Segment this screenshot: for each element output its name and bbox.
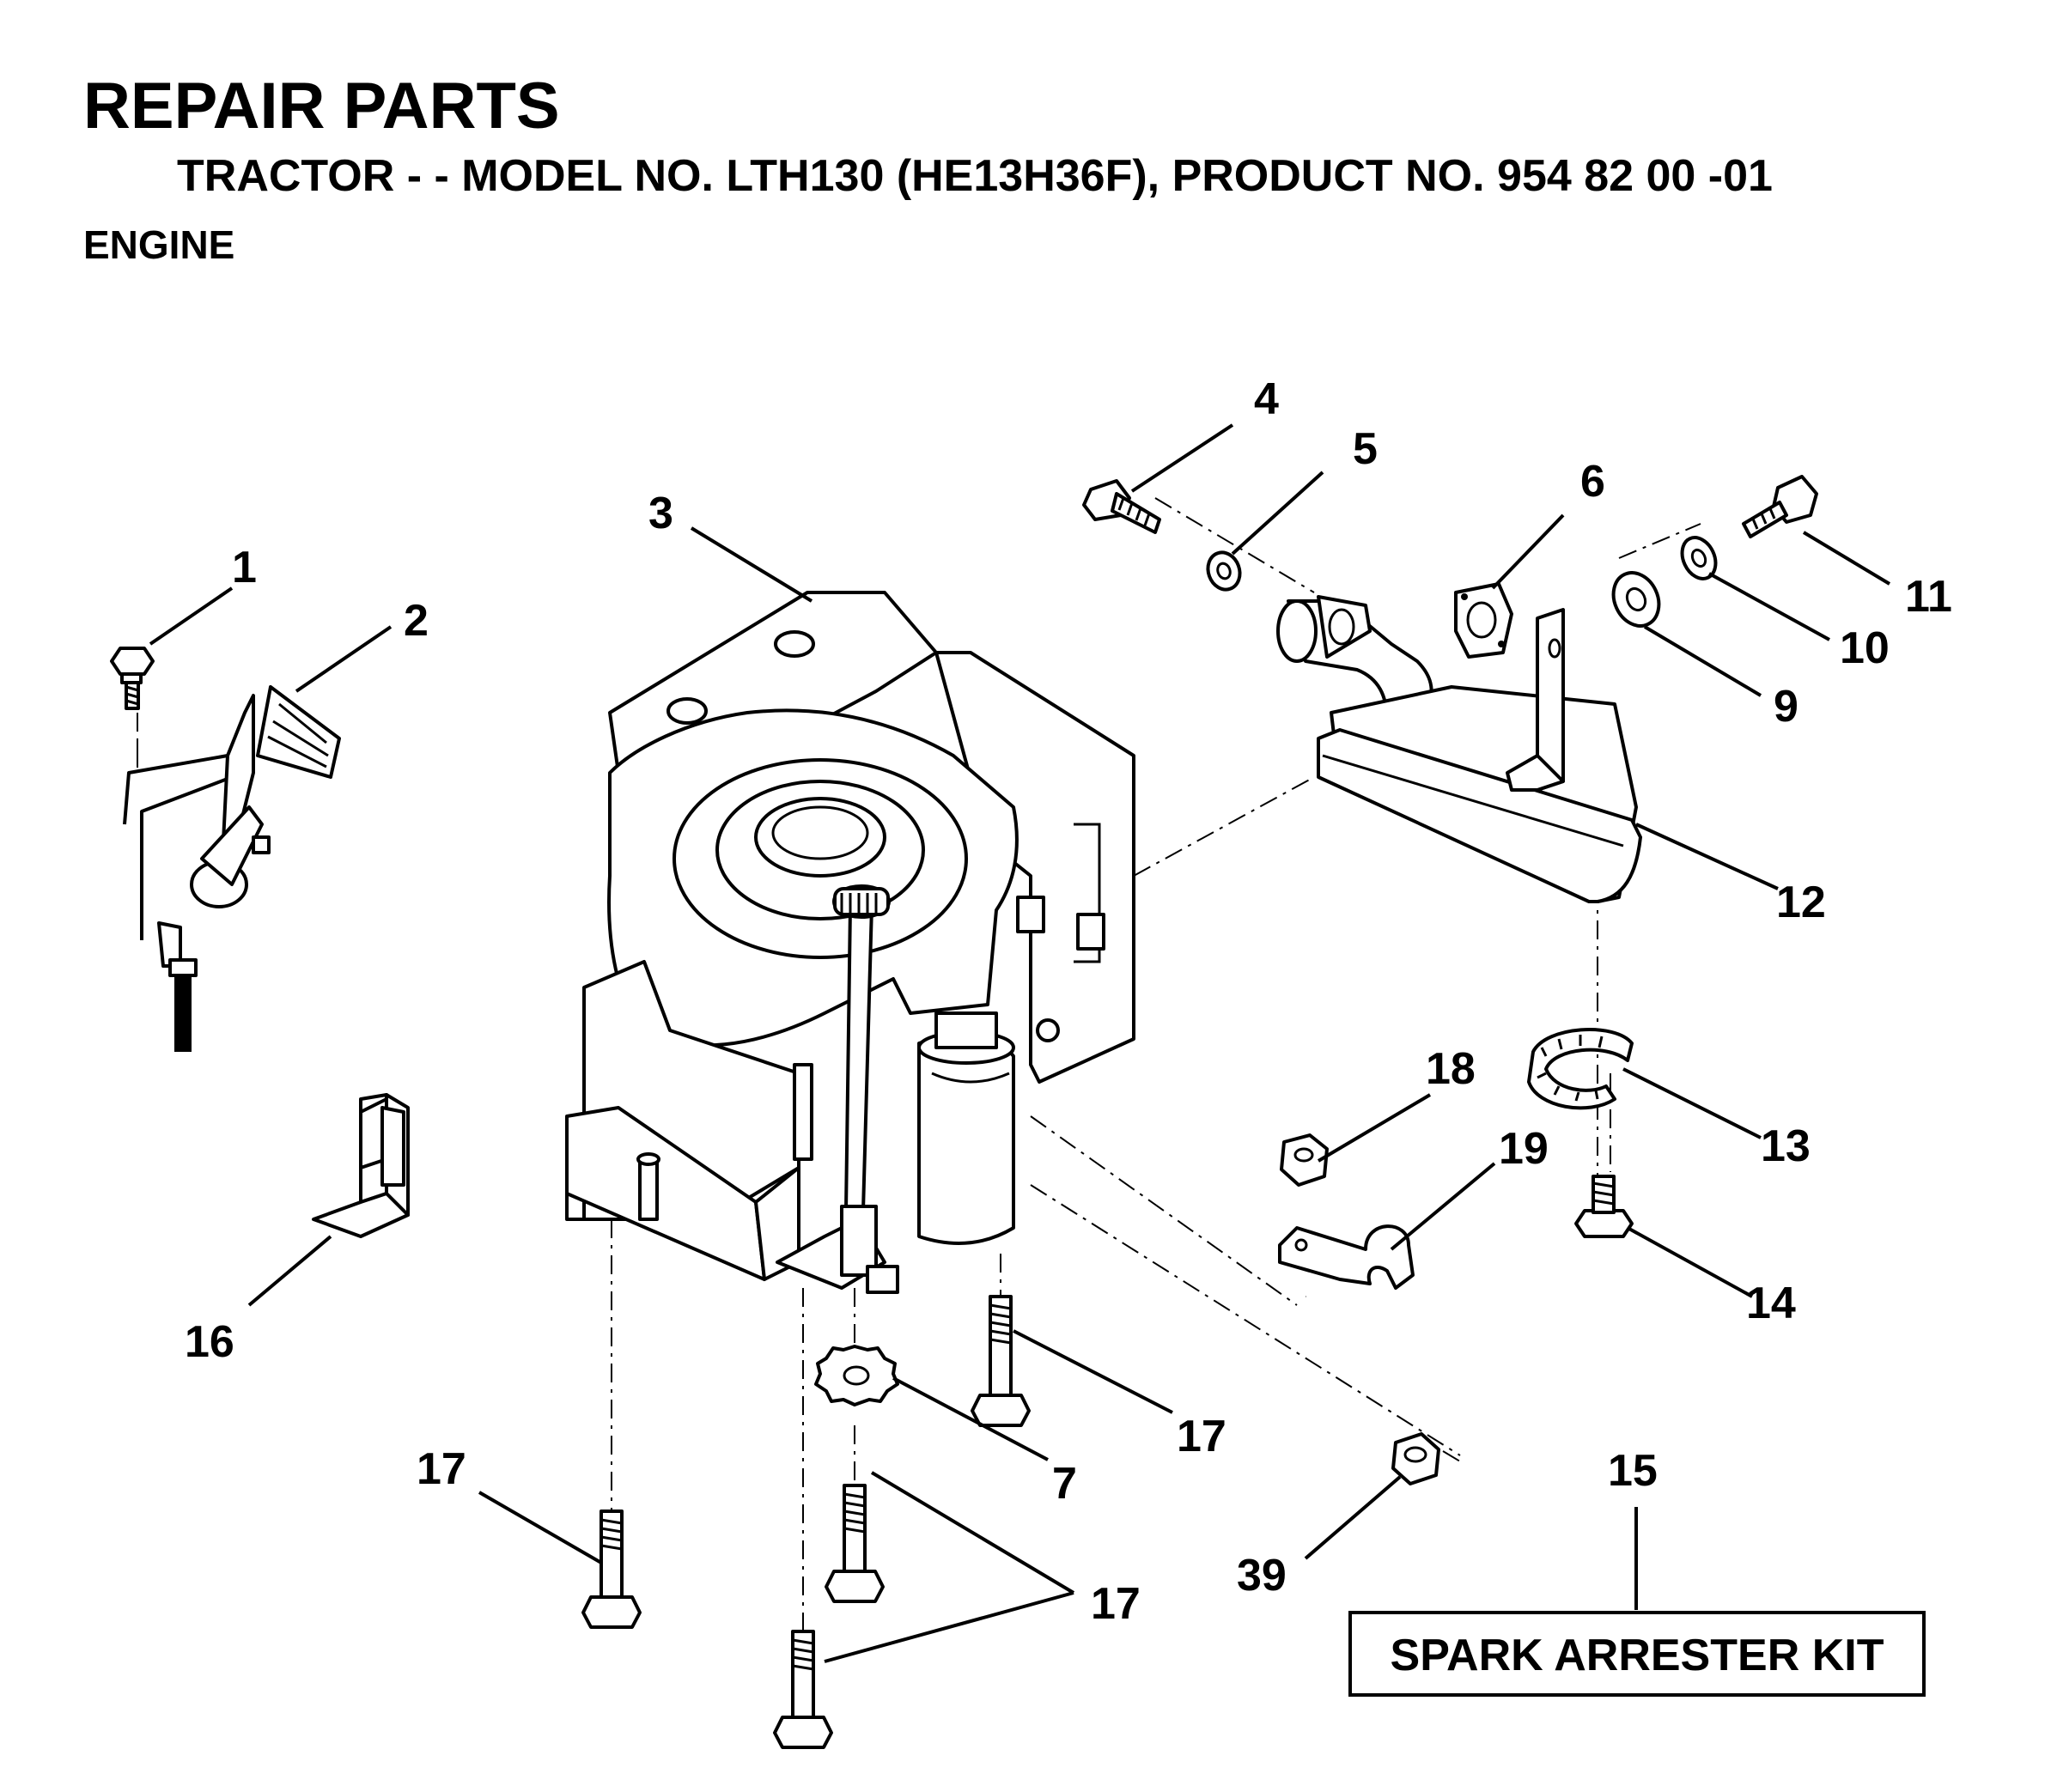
callout-10: 10 (1840, 623, 1890, 673)
callout-39: 39 (1237, 1551, 1287, 1601)
part-18-nut (1280, 1133, 1329, 1187)
part-2-throttle-control (123, 685, 341, 1052)
callout-4: 4 (1254, 374, 1279, 424)
part-3-engine (565, 591, 1135, 1294)
part-1-bolt (110, 647, 155, 710)
part-39-nut (1391, 1432, 1440, 1485)
spark-arrester-kit-label: SPARK ARRESTER KIT (1391, 1631, 1884, 1680)
callout-3: 3 (648, 489, 673, 538)
callout-13: 13 (1761, 1121, 1811, 1171)
callout-5: 5 (1353, 424, 1378, 474)
part-17-bolt-c (825, 1484, 885, 1603)
part-19-clamp (1278, 1224, 1415, 1290)
callout-labels: 1 2 3 4 5 6 7 9 10 11 12 13 14 15 16 17 … (185, 374, 1952, 1629)
callout-11: 11 (1905, 572, 1952, 622)
callout-16: 16 (185, 1317, 234, 1367)
callout-2: 2 (404, 596, 429, 646)
callout-17-c: 17 (1091, 1579, 1141, 1629)
part-5-washer (1206, 550, 1242, 592)
part-16-bracket (312, 1093, 410, 1238)
part-17-bolt-a (581, 1510, 642, 1629)
part-11-bolt (1742, 475, 1818, 538)
callout-1: 1 (232, 543, 257, 592)
callout-9: 9 (1774, 682, 1799, 732)
part-13-screen (1527, 1028, 1634, 1110)
callout-17-a: 17 (417, 1444, 466, 1494)
part-4-bolt (1082, 479, 1161, 534)
callout-19: 19 (1499, 1124, 1549, 1174)
spark-arrester-kit-box: SPARK ARRESTER KIT (1348, 1611, 1926, 1697)
part-7-star-washer (814, 1345, 899, 1406)
part-12-muffler (1276, 595, 1642, 903)
callout-7: 7 (1052, 1459, 1077, 1509)
part-17-bolt-d (971, 1295, 1031, 1427)
callout-18: 18 (1426, 1044, 1476, 1094)
part-9-washer (1611, 571, 1661, 628)
model-subtitle: TRACTOR - - MODEL NO. LTH130 (HE13H36F),… (177, 151, 1773, 201)
callout-12: 12 (1776, 878, 1826, 927)
callout-14: 14 (1746, 1279, 1796, 1328)
page-title: REPAIR PARTS (83, 70, 560, 143)
leader-lines (149, 423, 1891, 1663)
callout-6: 6 (1580, 457, 1605, 507)
callout-17-b: 17 (1177, 1412, 1226, 1461)
part-10-lockwasher (1680, 536, 1718, 580)
callout-15: 15 (1608, 1446, 1658, 1496)
part-6-gasket (1454, 582, 1513, 659)
part-14-screw (1574, 1175, 1634, 1238)
part-17-bolt-b (773, 1630, 833, 1749)
section-title: ENGINE (83, 222, 235, 267)
